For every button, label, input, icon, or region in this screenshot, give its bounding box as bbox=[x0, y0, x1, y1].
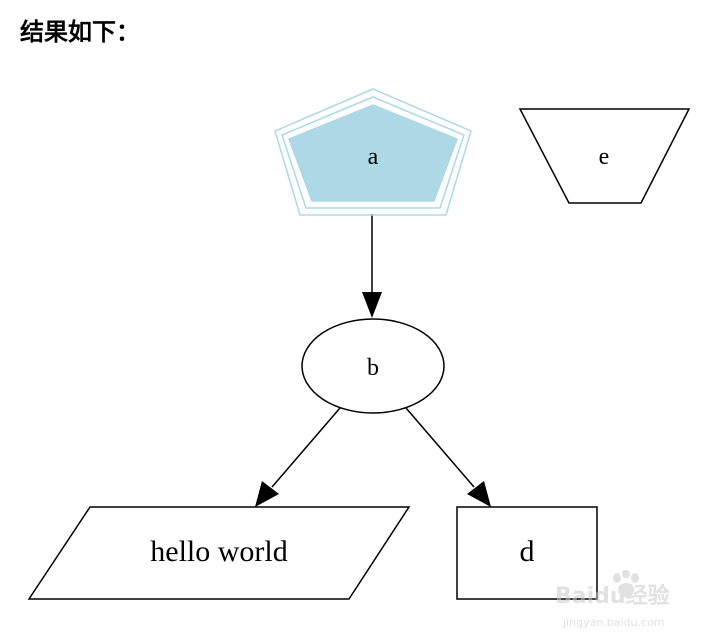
node-a-label: a bbox=[368, 144, 379, 170]
heading: 结果如下： bbox=[20, 18, 140, 46]
node-b-label: b bbox=[367, 355, 379, 381]
edge-b-hello-world bbox=[255, 407, 341, 507]
edge-a-b bbox=[362, 214, 382, 318]
node-e: e bbox=[518, 108, 691, 204]
watermark-brand: Baidu经验 bbox=[555, 584, 670, 609]
watermark-url: jingyan.baidu.com bbox=[563, 616, 665, 629]
baidu-watermark: Baidu经验 jingyan.baidu.com bbox=[555, 570, 715, 640]
node-e-label: e bbox=[599, 144, 610, 170]
node-d-label: d bbox=[520, 535, 535, 568]
node-b: b bbox=[301, 318, 445, 414]
node-hello-world: hello world bbox=[27, 506, 411, 600]
node-d: d bbox=[456, 506, 598, 600]
edge-b-d bbox=[405, 407, 491, 507]
node-hello-world-label: hello world bbox=[150, 535, 287, 568]
paw-icon bbox=[613, 570, 639, 597]
node-a: a bbox=[274, 88, 472, 216]
